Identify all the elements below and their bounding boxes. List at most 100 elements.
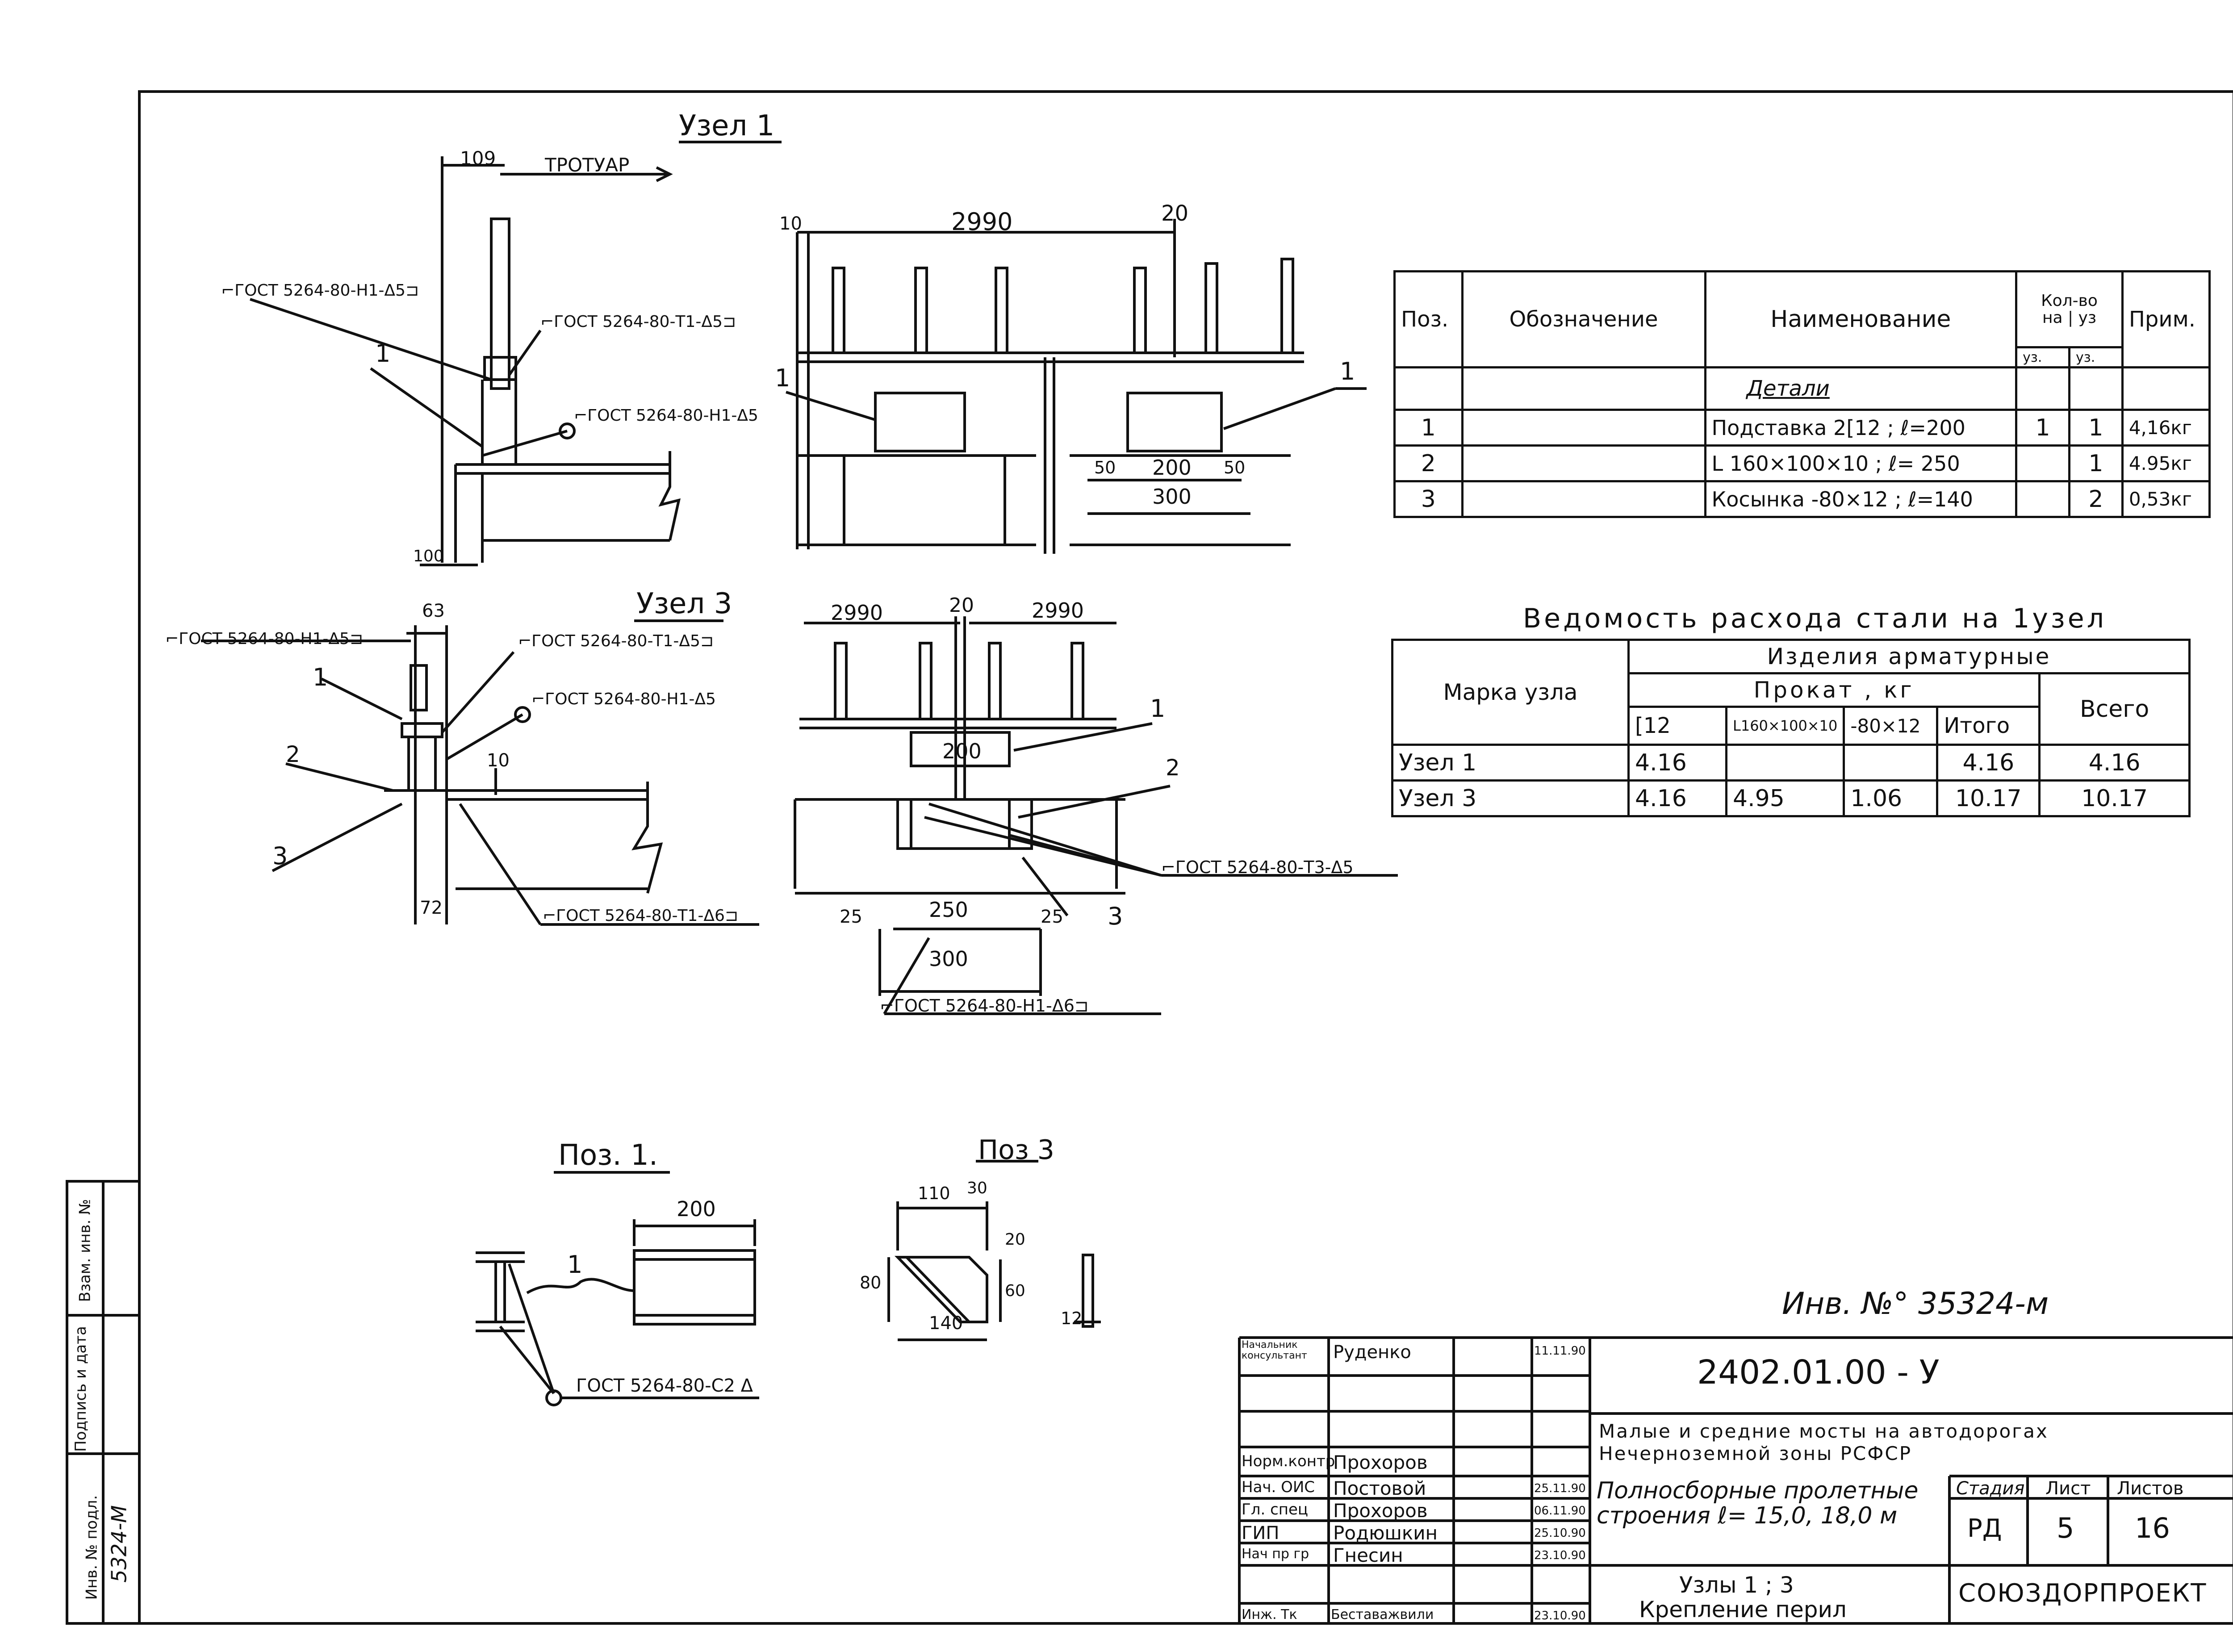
spec-h-qty-u3: уз.	[2068, 346, 2124, 368]
elev3-dim-2990a: 2990	[831, 601, 883, 625]
poz3-dim-80: 80	[860, 1273, 882, 1292]
title-sheets-label: Листов	[2117, 1478, 2184, 1499]
elev3-dim-20: 20	[949, 594, 974, 617]
poz1-pos: 1	[567, 1251, 583, 1279]
elev1-dim-50b: 50	[1224, 458, 1246, 477]
elev1-dim-10: 10	[779, 213, 802, 234]
steel-col-c12: [12	[1627, 706, 1727, 746]
people-name-7: Гнесин	[1333, 1544, 1403, 1566]
title-sheet: 5	[2057, 1512, 2074, 1544]
poz1-dim-200: 200	[677, 1197, 716, 1221]
steel-table: Марка узла Изделия арматурные Прокат , к…	[1391, 639, 2191, 817]
steel-table-title: Ведомость расхода стали на 1узел	[1523, 603, 2107, 634]
elev3-weld-h1: ⌐ГОСТ 5264-80-Н1-Δ6⊐	[880, 996, 1089, 1016]
uzel1-weld-left: ⌐ГОСТ 5264-80-Н1-Δ5⊐	[221, 281, 419, 300]
side-stamp-number: 5324-М	[107, 1505, 131, 1583]
spec-table: Поз. Обозначение Наименование Кол-во на …	[1393, 270, 2211, 518]
elev3-weld-t3: ⌐ГОСТ 5264-80-Т3-Δ5	[1161, 857, 1354, 877]
steel-row: Узел 1 4.16 4.16 4.16	[1391, 744, 2191, 782]
spec-h-name: Наименование	[1704, 270, 2018, 368]
people-name-8: Беставажвили	[1331, 1607, 1434, 1623]
elev3-dim-25a: 25	[840, 907, 862, 927]
elev1-dim-200: 200	[1152, 456, 1192, 480]
steel-h-prokat: Прокат , кг	[1627, 672, 2041, 708]
uzel3-weld-bottom: ⌐ГОСТ 5264-80-Т1-Δ6⊐	[543, 907, 739, 925]
people-date-7: 23.10.90	[1534, 1549, 1586, 1562]
title-inv-number: Инв. №° 35324-м	[1782, 1286, 2049, 1322]
title-org: СОЮЗДОРПРОЕКТ	[1958, 1579, 2207, 1608]
title-subtitle: Полносборные пролетные строения ℓ= 15,0,…	[1597, 1477, 1919, 1529]
title-sheets: 16	[2135, 1512, 2170, 1544]
elev3-dim-2990b: 2990	[1032, 598, 1084, 623]
people-role-6: ГИП	[1242, 1523, 1280, 1543]
uzel3-pos-3: 3	[272, 842, 288, 870]
title-code: 2402.01.00 - У	[1697, 1353, 1940, 1392]
poz3-title: Поз 3	[978, 1134, 1054, 1166]
elev1-drawing	[786, 219, 1367, 554]
spec-h-qty-u1: уз.	[2015, 346, 2070, 368]
elev3-pos-2: 2	[1166, 755, 1180, 781]
spec-h-qty-sub: на | уз	[2042, 308, 2097, 327]
poz3-dim-140: 140	[929, 1313, 963, 1334]
people-role-5: Гл. спец	[1242, 1501, 1309, 1518]
uzel1-bottom-dim: 100	[413, 547, 444, 565]
poz3-dim-20: 20	[1005, 1230, 1025, 1249]
uzel1-trotuar: ТРОТУАР	[545, 154, 630, 176]
people-role-3: Норм.контр	[1242, 1452, 1335, 1470]
uzel3-dim-72: 72	[420, 898, 443, 918]
spec-h-note: Прим.	[2121, 270, 2211, 368]
uzel1-weld-circle: ⌐ГОСТ 5264-80-Н1-Δ5	[574, 406, 758, 425]
spec-row: 2 L 160×100×10 ; ℓ= 250 1 4.95кг	[1393, 444, 2211, 482]
side-stamp-inv-podl: Инв. № подл.	[83, 1495, 101, 1600]
elev3-dim-300: 300	[929, 947, 968, 971]
steel-col-p80: -80×12	[1843, 706, 1939, 746]
people-name-6: Родюшкин	[1333, 1522, 1438, 1544]
spec-h-pos: Поз.	[1393, 270, 1464, 368]
spec-h-qty: Кол-во на | уз	[2015, 270, 2124, 348]
elev1-pos-right: 1	[1340, 357, 1355, 385]
people-name-3: Прохоров	[1333, 1451, 1428, 1473]
elev3-pos-3: 3	[1108, 902, 1123, 930]
spec-h-qty-top: Кол-во	[2041, 291, 2098, 310]
title-project: Малые и средние мосты на автодорогах Неч…	[1599, 1420, 2049, 1464]
people-date-6: 25.10.90	[1534, 1527, 1586, 1540]
elev1-dim-50a: 50	[1094, 458, 1116, 477]
uzel3-dim-10: 10	[487, 750, 510, 771]
uzel3-weld-b: ⌐ГОСТ 5264-80-Т1-Δ5⊐	[518, 632, 714, 650]
spec-section: Детали	[1704, 366, 2018, 411]
poz1-weld: ГОСТ 5264-80-С2 Δ	[576, 1376, 753, 1396]
people-name-0: Руденко	[1333, 1342, 1411, 1363]
elev3-drawing	[794, 616, 1398, 1015]
title-sheet-subtitle: Крепление перил	[1639, 1597, 1847, 1623]
people-role-7: Нач пр гр	[1242, 1546, 1309, 1562]
steel-col-l160: L160×100×10	[1725, 706, 1845, 746]
elev1-pos-left: 1	[775, 364, 790, 392]
uzel3-weld-a: ⌐ГОСТ 5264-80-Н1-Δ5⊐	[165, 630, 364, 648]
elev1-dim-20: 20	[1161, 201, 1189, 226]
steel-col-itogo: Итого	[1936, 706, 2041, 746]
title-sheet-title: Узлы 1 ; 3	[1679, 1572, 1794, 1598]
people-name-5: Прохоров	[1333, 1500, 1428, 1522]
people-role-4: Нач. ОИС	[1242, 1478, 1315, 1496]
uzel3-dim-63: 63	[422, 601, 445, 621]
people-date-5: 06.11.90	[1534, 1504, 1586, 1518]
title-stage: РД	[1967, 1514, 2002, 1543]
elev3-dim-250: 250	[929, 898, 968, 922]
steel-row: Узел 3 4.16 4.95 1.06 10.17 10.17	[1391, 779, 2191, 817]
spec-row: 1 Подставка 2[12 ; ℓ=200 1 1 4,16кг	[1393, 409, 2211, 447]
title-sheet-label: Лист	[2045, 1478, 2091, 1499]
steel-h-items: Изделия арматурные	[1627, 639, 2191, 674]
title-block-lines	[1238, 1336, 2233, 1623]
elev1-dim-300: 300	[1152, 485, 1192, 509]
poz3-dim-30: 30	[967, 1179, 987, 1197]
uzel1-weld-right: ⌐ГОСТ 5264-80-Т1-Δ5⊐	[540, 313, 736, 331]
uzel3-pos-1: 1	[313, 663, 328, 691]
spec-h-designation: Обозначение	[1461, 270, 1706, 368]
uzel1-drawing	[250, 141, 782, 566]
uzel3-weld-c: ⌐ГОСТ 5264-80-Н1-Δ5	[531, 690, 716, 708]
spec-row: 3 Косынка -80×12 ; ℓ=140 2 0,53кг	[1393, 480, 2211, 518]
people-date-8: 23.10.90	[1534, 1609, 1586, 1623]
steel-h-mark: Марка узла	[1391, 639, 1630, 746]
uzel3-pos-2: 2	[286, 741, 300, 767]
people-role-0: Начальник консультант	[1242, 1339, 1307, 1361]
